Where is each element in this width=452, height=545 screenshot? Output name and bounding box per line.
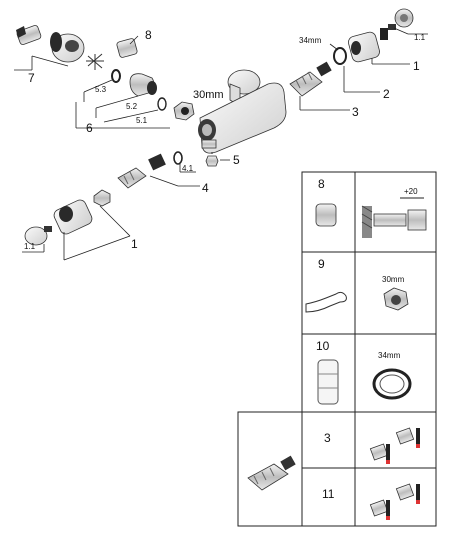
table-num-10: 10 xyxy=(316,339,330,353)
part-1-handle-left xyxy=(53,199,93,235)
part-5-screw xyxy=(205,155,219,167)
callout-5-1: 5.1 xyxy=(136,116,148,125)
callout-5: 5 xyxy=(233,153,240,167)
table-dim-plus20: +20 xyxy=(404,187,418,196)
callout-1-left: 1 xyxy=(131,237,138,251)
spring-icon xyxy=(86,53,104,70)
part-nut-30mm xyxy=(173,101,195,121)
part-5-3-ring xyxy=(111,69,121,83)
callout-1-1-left: 1.1 xyxy=(24,242,36,251)
thermostat-body xyxy=(198,69,287,154)
callout-7: 7 xyxy=(28,71,35,85)
callout-8: 8 xyxy=(145,28,152,42)
table-dim-30mm: 30mm xyxy=(382,275,405,284)
callout-6: 6 xyxy=(86,121,93,135)
ring-34mm-icon xyxy=(372,368,412,400)
sleeve-icon xyxy=(317,359,339,405)
part-1-1-cap-right xyxy=(388,8,414,30)
part-4-cartridge-left xyxy=(117,153,166,189)
callout-3-top: 3 xyxy=(352,105,359,119)
part-2-ring xyxy=(333,47,347,65)
table-num-9: 9 xyxy=(318,257,325,271)
part-7-handle-cap xyxy=(16,25,85,63)
table-num-11: 11 xyxy=(322,487,335,501)
callout-4-1: 4.1 xyxy=(182,164,194,173)
part-3-cartridge-right xyxy=(289,61,332,97)
part-small-adapter-left xyxy=(93,189,111,207)
callout-1-right: 1 xyxy=(413,59,420,73)
part-1-1-cap-left xyxy=(24,226,52,246)
callout-5-3: 5.3 xyxy=(95,85,107,94)
table-num-3: 3 xyxy=(324,431,331,445)
callout-4: 4 xyxy=(202,181,209,195)
table-num-8: 8 xyxy=(318,177,325,191)
wrench-icon xyxy=(305,291,347,313)
part-4-1-ring xyxy=(173,151,183,165)
part-5-2-elbow xyxy=(129,73,157,97)
part-5-1-washer xyxy=(157,97,167,111)
cartridge-large-icon xyxy=(247,455,296,491)
dim-34mm-top: 34mm xyxy=(299,36,322,45)
part-8-spindle-cap xyxy=(116,38,138,58)
nut-icon xyxy=(383,287,409,311)
dim-30mm-top: 30mm xyxy=(193,89,224,101)
part-1-handle-right xyxy=(348,28,388,63)
extension-icon xyxy=(361,197,427,238)
table-dim-34mm: 34mm xyxy=(378,351,401,360)
spindle-cap-icon xyxy=(315,203,337,227)
valve-set-icon-top xyxy=(369,427,420,464)
callout-2: 2 xyxy=(383,87,390,101)
callout-1-1-right: 1.1 xyxy=(414,33,426,42)
valve-set-icon-bottom xyxy=(369,483,420,520)
callout-5-2: 5.2 xyxy=(126,102,138,111)
